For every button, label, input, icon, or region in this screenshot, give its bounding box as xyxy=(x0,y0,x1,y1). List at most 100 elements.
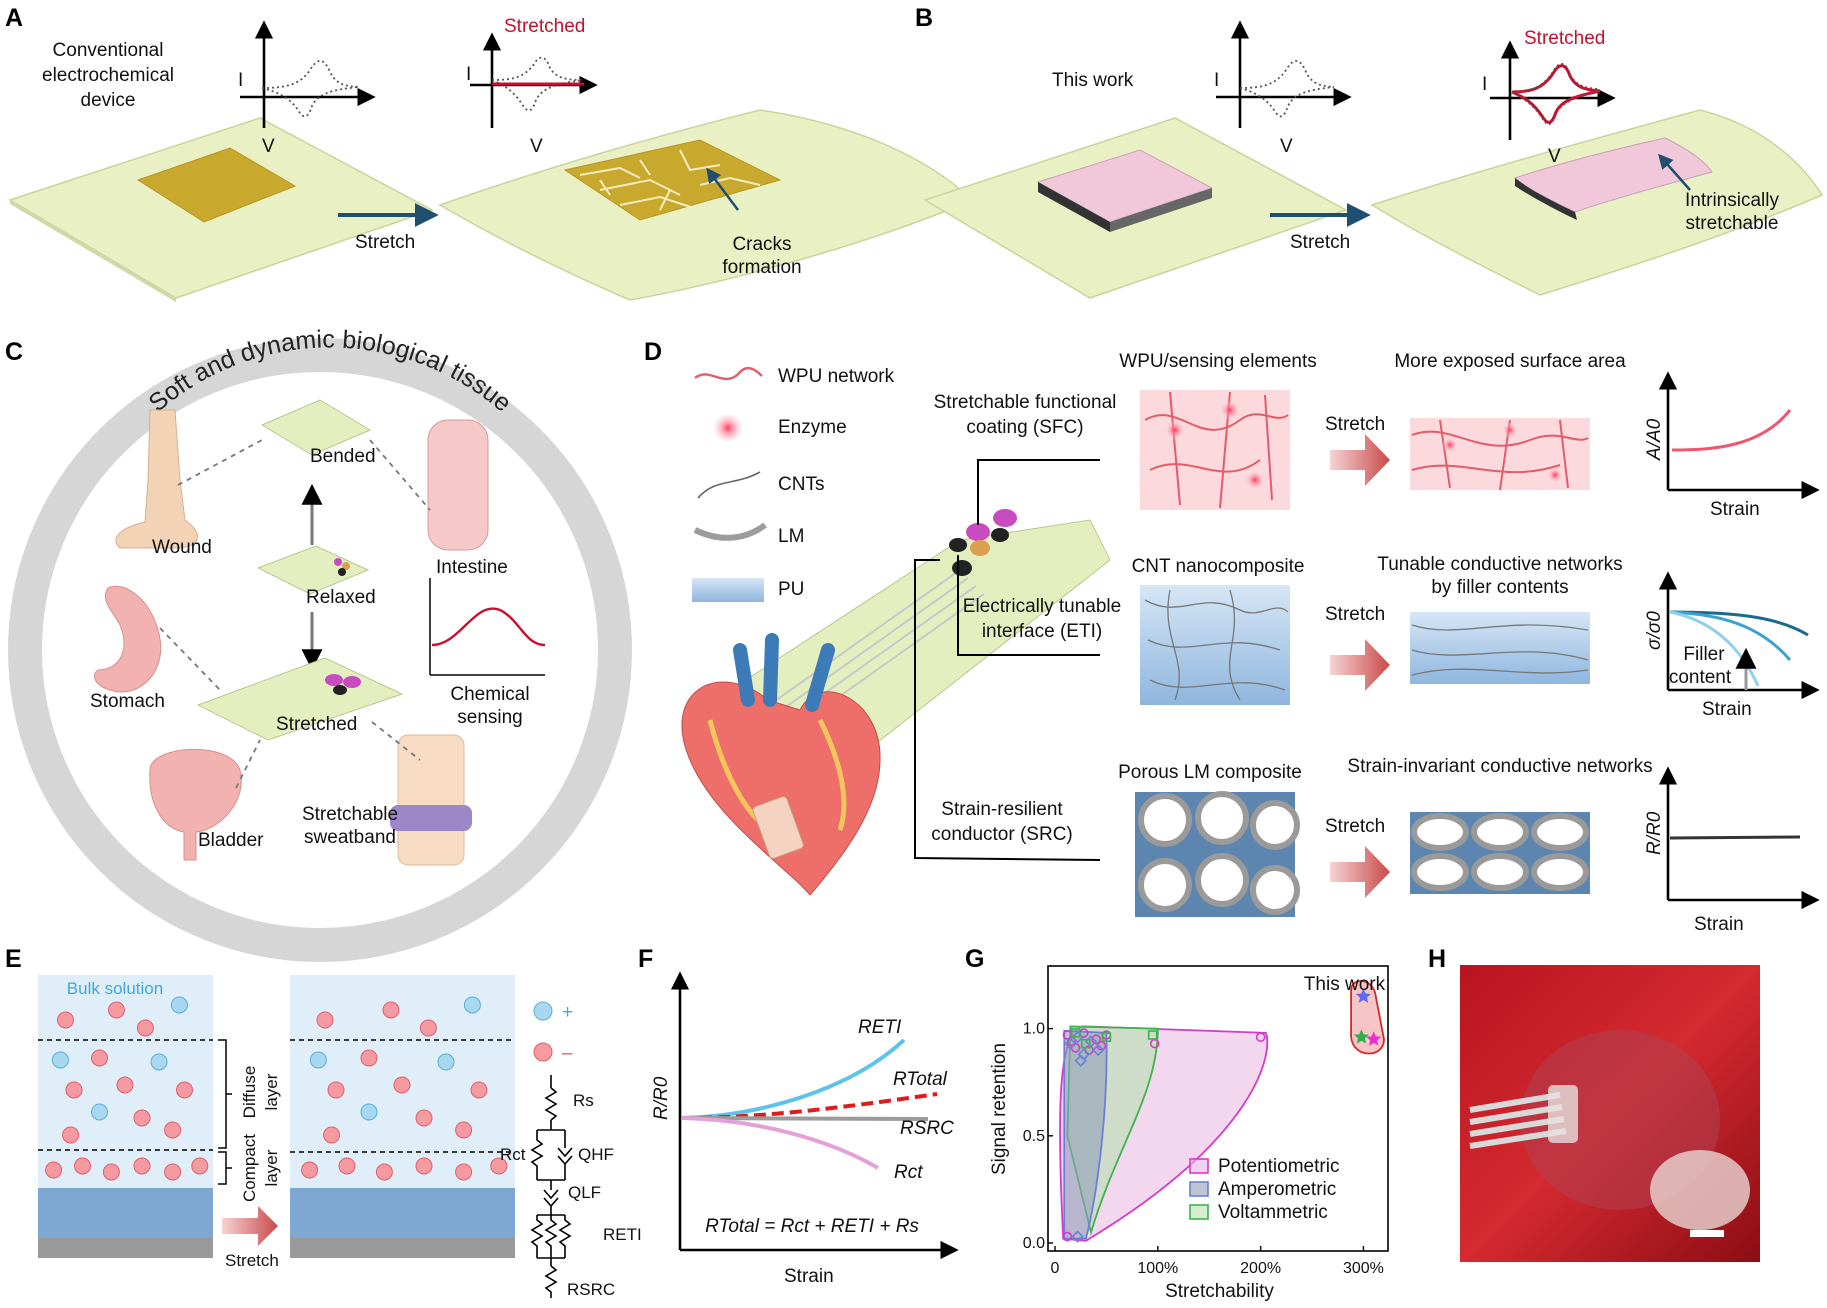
relaxed-label: Relaxed xyxy=(306,587,376,608)
anion xyxy=(57,1011,74,1029)
anion xyxy=(327,1081,345,1099)
row1-left-label: WPU/sensing elements xyxy=(1119,351,1316,372)
patch-bended xyxy=(260,399,372,456)
x3-label: Strain xyxy=(1694,914,1744,935)
eti-leader xyxy=(957,555,1100,656)
this-work-star xyxy=(1353,1029,1369,1044)
anion-legend-icon xyxy=(533,1042,553,1062)
anion xyxy=(164,1121,182,1139)
f-equation: RTotal = Rct + RETI + Rs xyxy=(705,1216,919,1237)
anion xyxy=(338,1157,356,1175)
potentiometric-point xyxy=(1062,1231,1073,1242)
wound-label: Wound xyxy=(152,537,212,558)
tissue-highlight xyxy=(1650,1150,1750,1230)
row3-right-label: Strain-invariant conductive networks xyxy=(1347,756,1652,777)
potentiometric-point xyxy=(1091,1034,1101,1045)
anion xyxy=(301,1161,319,1179)
cation xyxy=(51,1051,69,1069)
legend-enzyme: Enzyme xyxy=(778,417,847,438)
anion xyxy=(470,1081,488,1099)
y3-label: R/R0 xyxy=(1644,811,1665,855)
f-label-rct: Rct xyxy=(894,1162,923,1183)
panel-c: C Soft and dynamic biological tissue Wou… xyxy=(5,325,632,962)
leg-illustration xyxy=(115,409,198,549)
y-tick-label: 0.0 xyxy=(1023,1235,1045,1252)
cv3-v-label: V xyxy=(1280,136,1293,157)
anion xyxy=(164,1163,182,1181)
cation xyxy=(463,996,481,1014)
heart-illustration xyxy=(681,681,881,896)
anion xyxy=(323,1126,341,1144)
scale-bar xyxy=(1690,1230,1724,1237)
circuit-rct: Rct xyxy=(500,1145,526,1164)
legend-swatch xyxy=(1189,1158,1209,1174)
anion xyxy=(136,1019,154,1037)
amperometric-point xyxy=(1071,1031,1084,1044)
ions-relaxed xyxy=(45,996,209,1181)
x-tick-label: 0 xyxy=(1051,1260,1060,1277)
anion xyxy=(415,1109,433,1127)
anion xyxy=(191,1157,209,1175)
row2-left-label: CNT nanocomposite xyxy=(1132,556,1305,577)
cv4-i-label: I xyxy=(1482,74,1487,95)
chart-frame xyxy=(1047,965,1389,1252)
f-label-rsrc: RSRC xyxy=(900,1118,954,1139)
ions-stretched xyxy=(301,996,508,1181)
panel-b-letter: B xyxy=(915,4,933,32)
legend-cnts: CNTs xyxy=(778,474,824,495)
amperometric-point xyxy=(1092,1043,1105,1057)
device-traces xyxy=(719,569,985,765)
substrate-sheet-stretched xyxy=(438,109,974,301)
equivalent-circuit xyxy=(530,1075,573,1298)
row1-right-label: More exposed surface area xyxy=(1394,351,1626,372)
cv-v-label: V xyxy=(262,136,275,157)
legend-label: Amperometric xyxy=(1218,1179,1336,1200)
this-work-star xyxy=(1366,1031,1382,1046)
cv4-v-label: V xyxy=(1548,146,1561,167)
stretched-label: Stretched xyxy=(1524,28,1605,49)
x2-label: Strain xyxy=(1702,699,1752,720)
anion xyxy=(102,1163,120,1181)
stomach-label: Stomach xyxy=(90,691,165,712)
f-ylabel: R/R0 xyxy=(651,1076,672,1120)
cation xyxy=(309,1051,327,1069)
anion xyxy=(133,1157,151,1175)
intestine-illustration xyxy=(427,419,489,551)
legend-cnt-icon xyxy=(697,471,761,499)
heart-vessels xyxy=(733,633,835,712)
f-curve-reti xyxy=(681,1038,906,1120)
potentiometric-point xyxy=(1255,1032,1266,1042)
anion xyxy=(116,1076,134,1094)
circuit-qhf: QHF xyxy=(578,1145,614,1164)
tissue-ring xyxy=(8,338,632,962)
stretch-arrow-1 xyxy=(1330,434,1390,486)
stretch-label-e: Stretch xyxy=(225,1251,279,1270)
panel-d: D WPU network Enzyme CNTs LM PU Stretcha… xyxy=(644,338,1820,935)
x1-label: Strain xyxy=(1710,499,1760,520)
f-curve-rsrc xyxy=(681,1116,929,1121)
resistance-curve xyxy=(1669,835,1801,840)
anion xyxy=(490,1157,508,1175)
y1-label: A/A0 xyxy=(1644,418,1665,461)
circuit-reti: RETI xyxy=(603,1225,642,1244)
intestine-label: Intestine xyxy=(436,557,508,578)
area-curve xyxy=(1671,409,1792,452)
anion xyxy=(360,1049,378,1067)
cation xyxy=(437,1053,455,1071)
voltammetric-point xyxy=(1147,1030,1158,1040)
anion xyxy=(62,1126,80,1144)
panel-h: H xyxy=(1428,945,1760,1262)
crack-lines xyxy=(579,149,761,211)
stretched-label: Stretched xyxy=(276,714,357,735)
stretched-film-edge xyxy=(1515,178,1577,220)
legend-label: Potentiometric xyxy=(1218,1156,1339,1177)
